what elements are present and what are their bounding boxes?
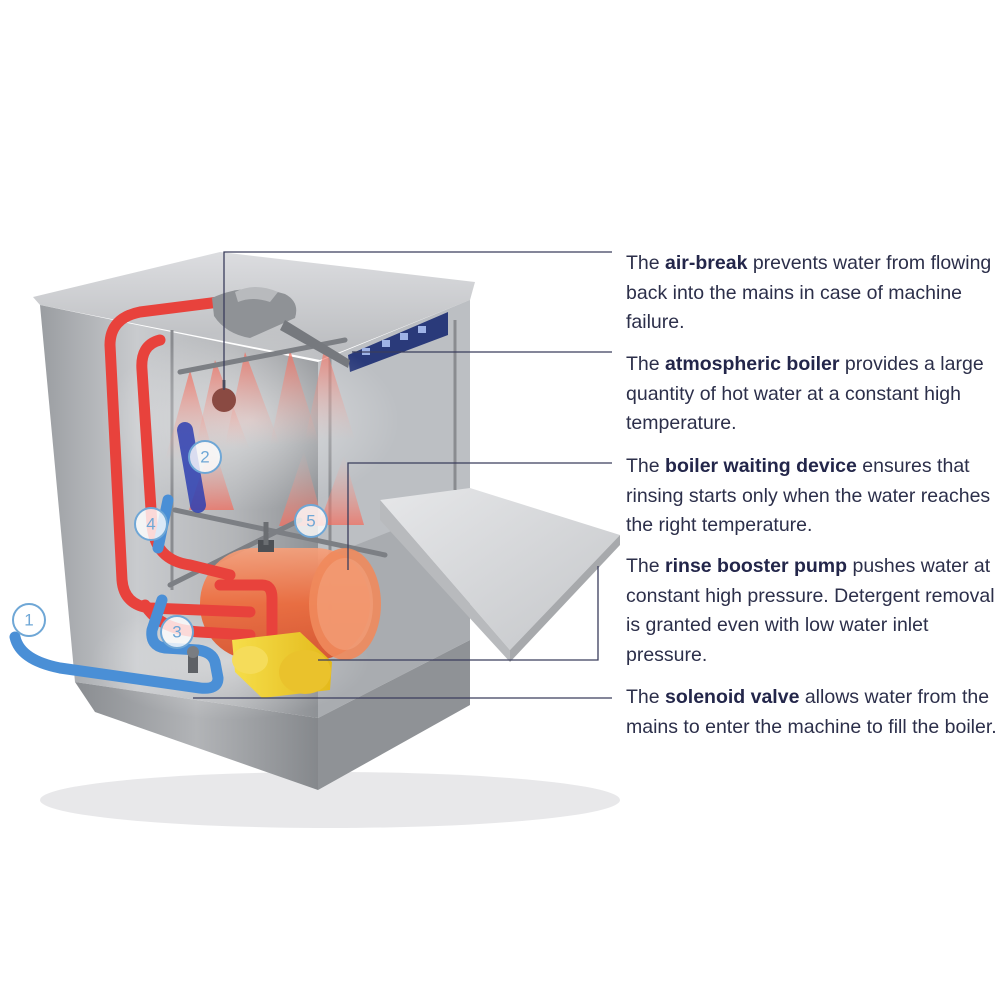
marker-1: 1: [12, 603, 46, 637]
description-atmospheric-boiler: The atmospheric boiler provides a large …: [626, 353, 984, 434]
atmospheric-boiler: [200, 548, 381, 660]
marker-5: 5: [294, 504, 328, 538]
svg-text:3: 3: [172, 623, 181, 642]
svg-text:4: 4: [146, 515, 155, 534]
rinse-booster-pump: [232, 632, 332, 698]
open-door: [380, 488, 620, 662]
description-rinse-booster-pump: The rinse booster pump pushes water at c…: [626, 555, 995, 666]
leader-boiler-waiting-device: [347, 462, 612, 570]
svg-text:1: 1: [24, 611, 33, 630]
marker-2: 2: [188, 440, 222, 474]
svg-text:2: 2: [200, 448, 209, 467]
heater-element: [177, 422, 206, 513]
description-air-break: The air-break prevents water from flowin…: [626, 252, 992, 333]
leader-lines: [193, 251, 612, 699]
solenoid-valve: [187, 646, 199, 673]
leader-air-break: [223, 251, 612, 390]
marker-3: 3: [160, 615, 194, 649]
description-solenoid-valve: The solenoid valve allows water from the…: [626, 686, 997, 738]
description-boiler-waiting-device: The boiler waiting device ensures that r…: [626, 455, 991, 536]
floor-shadow: [40, 772, 620, 828]
leader-rinse-booster-pump: [318, 566, 599, 661]
air-break: [212, 287, 350, 368]
marker-4: 4: [134, 507, 168, 541]
svg-text:5: 5: [306, 512, 315, 531]
wash-arm-hub: [258, 522, 274, 552]
